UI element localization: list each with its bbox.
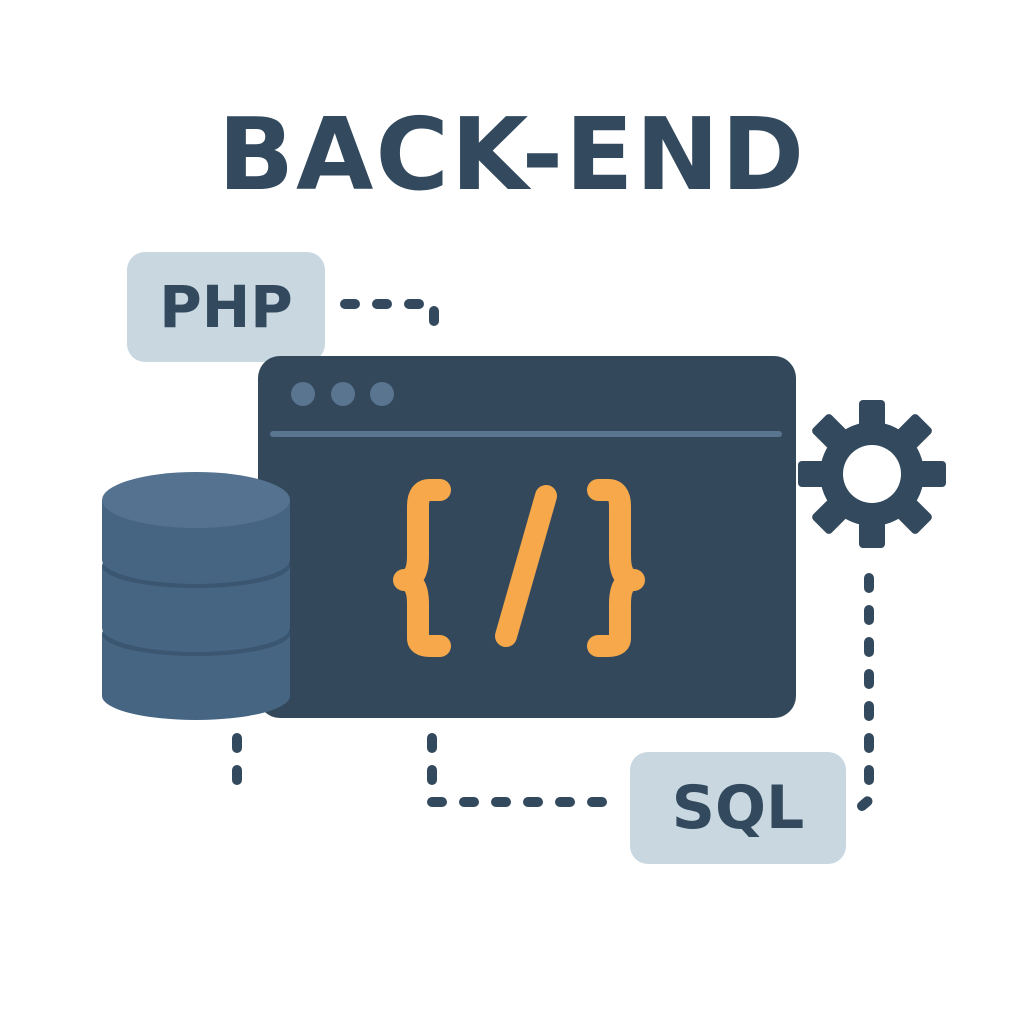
window-dot (291, 382, 315, 406)
sql-label: SQL (671, 773, 805, 843)
sql-tag: SQL (630, 752, 846, 864)
php-tag: PHP (127, 252, 325, 362)
code-icon (393, 479, 645, 657)
window-divider (270, 431, 782, 437)
code-window (258, 356, 796, 718)
window-dot (370, 382, 394, 406)
page-title: BACK-END (217, 96, 807, 213)
window-dot (331, 382, 355, 406)
php-label: PHP (159, 273, 293, 341)
